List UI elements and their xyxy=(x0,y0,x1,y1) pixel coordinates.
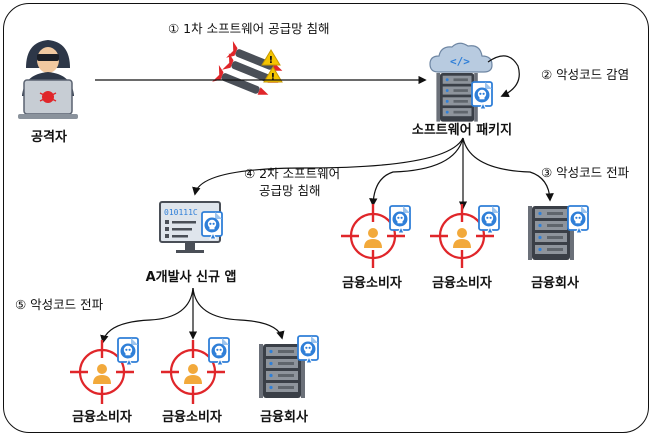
diagram-frame xyxy=(3,3,649,433)
malware-skull-icon xyxy=(389,205,411,234)
step2-label: ② 악성코드 감염 xyxy=(541,67,630,82)
missile-warning-icon: ! ! xyxy=(212,41,283,95)
software-package-label: 소프트웨어 패키지 xyxy=(411,123,513,138)
consumer-2-label: 금융소비자 xyxy=(432,276,492,291)
cloud-code-icon: </> xyxy=(429,42,493,73)
consumer-1-label: 금융소비자 xyxy=(342,276,402,291)
consumer-4-label: 금융소비자 xyxy=(162,410,222,425)
svg-text:!: ! xyxy=(269,55,274,66)
server-rack-icon xyxy=(528,206,574,260)
svg-text:</>: </> xyxy=(450,55,470,68)
attacker-label: 공격자 xyxy=(31,130,67,145)
step4-label-line2: 공급망 침해 xyxy=(259,183,321,198)
arrow-self-infection xyxy=(487,55,520,98)
step3-label: ③ 악성코드 전파 xyxy=(541,165,630,180)
malware-skull-icon xyxy=(567,205,589,234)
arrow-to-consumer-1 xyxy=(369,137,464,207)
malware-skull-icon xyxy=(297,335,319,364)
malware-skull-icon xyxy=(478,205,500,234)
arrow-to-company-2 xyxy=(192,287,285,340)
malware-skull-icon xyxy=(471,81,493,110)
company-2-label: 금융회사 xyxy=(260,410,308,425)
new-app-label: A개발사 신규 앱 xyxy=(145,270,237,285)
malware-skull-icon xyxy=(208,337,230,366)
malware-skull-icon xyxy=(201,211,223,240)
hacker-laptop-icon xyxy=(18,40,78,119)
arrow-to-company-1 xyxy=(462,137,554,202)
company-1-label: 금융회사 xyxy=(531,276,579,291)
malware-skull-icon xyxy=(117,337,139,366)
svg-text:!: ! xyxy=(271,72,276,83)
svg-text:010111C: 010111C xyxy=(164,208,198,217)
consumer-3-label: 금융소비자 xyxy=(72,410,132,425)
step1-label: ① 1차 소프트웨어 공급망 침해 xyxy=(168,21,330,36)
arrow-to-app xyxy=(192,137,464,196)
step4-label-line1: ④ 2차 소프트웨어 xyxy=(244,166,341,181)
arrow-to-consumer-3 xyxy=(100,287,194,344)
step5-label: ⑤ 악성코드 전파 xyxy=(15,297,104,312)
